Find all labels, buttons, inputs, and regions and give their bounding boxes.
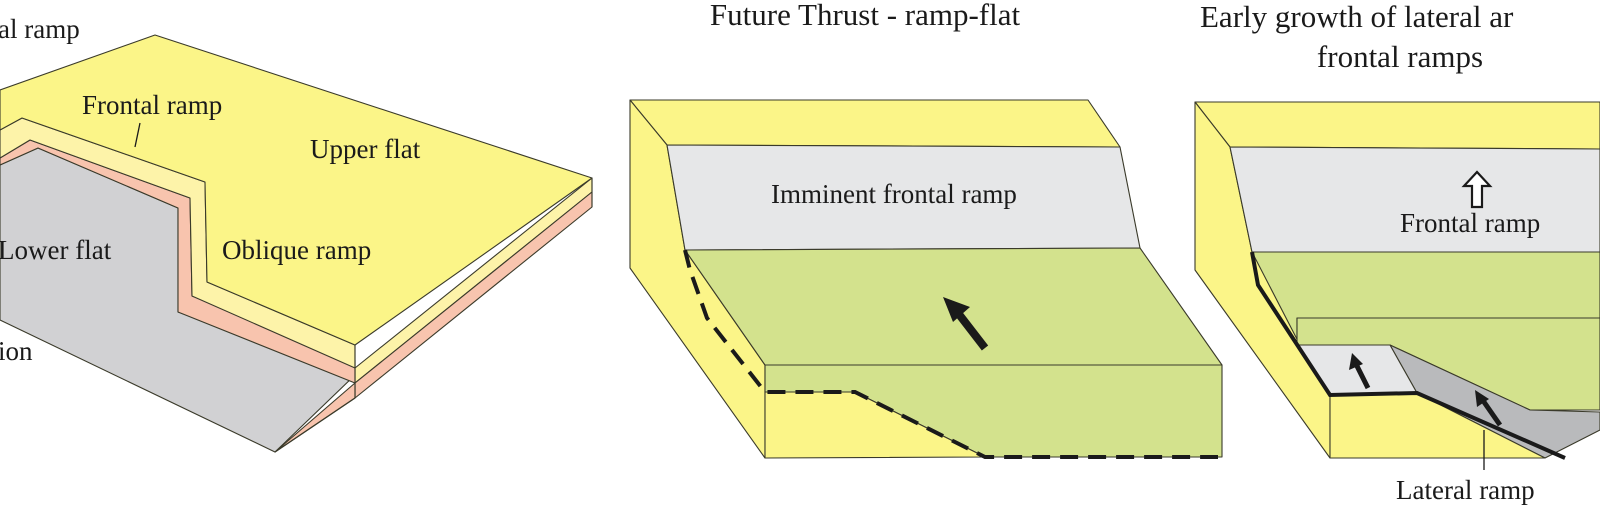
frontal-ramp-leader xyxy=(134,122,141,148)
panel-2-future-thrust: Future Thrust - ramp-flat Imminent front… xyxy=(629,0,1223,459)
ramp-slip-arrow-shaft xyxy=(1481,400,1503,427)
ramp-slip-arrow-head xyxy=(1475,390,1489,407)
transport-arrow-head xyxy=(943,297,970,322)
label-upper-flat: Upper flat xyxy=(310,134,421,164)
panel-3-early-growth: Early growth of lateral ar frontal ramps… xyxy=(1194,0,1600,505)
panel-3-title-line-2: frontal ramps xyxy=(1317,39,1483,74)
label-lateral-ramp: Lateral ramp xyxy=(1396,475,1535,505)
label-oblique-ramp: Oblique ramp xyxy=(222,235,371,265)
label-imminent-frontal-ramp: Imminent frontal ramp xyxy=(771,179,1017,209)
label-lateral-ramp: al ramp xyxy=(0,14,80,44)
transport-arrow-shaft xyxy=(954,310,989,351)
label-bottom-left: ion xyxy=(0,336,33,366)
top-surface xyxy=(629,99,1121,148)
thrust-fault-line xyxy=(1250,251,1566,460)
label-frontal-ramp: Frontal ramp xyxy=(1400,208,1540,238)
top-surface xyxy=(1194,101,1600,150)
hollow-transport-arrow xyxy=(1461,170,1493,209)
panel-2-title: Future Thrust - ramp-flat xyxy=(710,0,1021,32)
frontal-ramp-band xyxy=(1229,146,1600,253)
panel-1-ramp-flat-block: al ramp Frontal ramp Upper flat Lower fl… xyxy=(0,14,593,453)
future-thrust-dashed-line xyxy=(683,249,1218,459)
panel-3-title-line-1: Early growth of lateral ar xyxy=(1200,0,1514,34)
flat-slip-arrow-head xyxy=(1349,353,1363,370)
label-lower-flat: Lower flat xyxy=(0,235,112,265)
label-frontal-ramp: Frontal ramp xyxy=(82,90,222,120)
upper-flat-surface xyxy=(0,34,593,346)
flat-slip-arrow-shaft xyxy=(1354,364,1371,390)
